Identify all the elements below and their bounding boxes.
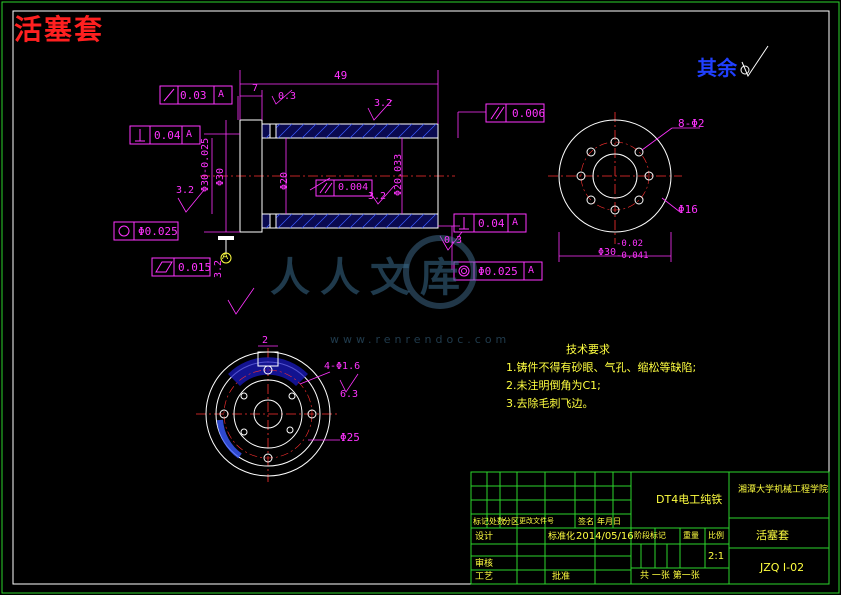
tb-design: 设计 <box>475 532 494 542</box>
roughness-left: 3.2 <box>176 185 195 196</box>
title-block-grid <box>470 471 830 585</box>
width-2: 2 <box>262 335 269 346</box>
gdt-perp-right-value: 0.04 <box>478 217 505 230</box>
end-view-right <box>548 112 700 262</box>
gdt-perp-left-value: 0.04 <box>154 129 181 142</box>
gdt-runout-datum: A <box>218 89 225 100</box>
roughness-mid: 3.2 <box>368 191 387 202</box>
note-3: 3.去除毛刺飞边。 <box>506 397 594 410</box>
tb-drawing-no: JZQ I-02 <box>760 561 805 574</box>
tb-stage: 阶段标记 <box>634 531 666 540</box>
watermark-text: 人人文库 <box>270 254 470 301</box>
tb-label-sign: 签名 <box>578 517 594 526</box>
tb-approve: 批准 <box>552 572 571 582</box>
tb-scale: 2:1 <box>708 551 725 562</box>
gdt-concentricity-value: Φ0.025 <box>478 265 518 278</box>
gdt-flatness-value: 0.015 <box>178 261 212 274</box>
dim-left-dia-1: Φ30-0.025 <box>200 137 211 192</box>
gdt-concentricity-datum: A <box>528 265 535 276</box>
drawing-title: 活塞套 <box>14 13 105 46</box>
gdt-cylindricity-value: 0.006 <box>512 107 546 120</box>
tb-label-date: 年月日 <box>597 517 621 526</box>
gdt-position-value: Φ0.025 <box>138 225 178 238</box>
tb-sheet: 共 一张 第一张 <box>640 571 700 581</box>
roughness-top: 3.2 <box>374 98 393 109</box>
dia-30-tol-up: -0.02 <box>616 239 644 249</box>
roughness-bottom: 3.2 <box>213 259 224 278</box>
section-view <box>113 70 545 315</box>
tb-label-change: 更改文件号 <box>519 517 554 525</box>
tb-school: 湘潭大学机械工程学院 <box>738 485 829 495</box>
dia-16: Φ16 <box>678 203 698 216</box>
tb-date: 2014/05/16 <box>576 531 634 542</box>
dim-left-dia-3: Φ30 <box>215 167 226 186</box>
tb-weight: 重量 <box>683 531 699 540</box>
end-view-bottom <box>196 345 359 482</box>
dim-right-dia: Φ20.033 <box>393 153 404 196</box>
dia-25: Φ25 <box>340 431 360 444</box>
rest-roughness-symbol <box>740 45 769 78</box>
tb-process: 工艺 <box>475 572 494 582</box>
watermark-url: www.renrendoc.com <box>330 333 511 346</box>
tb-label-count: 处数 <box>489 517 505 526</box>
notes-heading: 技术要求 <box>566 343 610 356</box>
gdt-runout-value: 0.03 <box>180 89 207 102</box>
dim-thickness: 0.3 <box>278 91 297 102</box>
thickness-right: 0.3 <box>444 235 463 246</box>
tb-project: DT4电工纯铁 <box>656 493 723 506</box>
tb-label-mark: 标记 <box>473 517 489 526</box>
gdt-perp-right-datum: A <box>512 217 519 228</box>
dim-left-dia-2: Φ20 <box>279 171 290 190</box>
dia-30: Φ30 <box>598 247 617 258</box>
tb-standard: 标准化 <box>548 532 576 542</box>
tb-ratio: 比例 <box>708 531 724 540</box>
inner-border <box>12 10 830 585</box>
tb-part-name: 活塞套 <box>756 529 789 542</box>
dim-overall-length: 49 <box>334 69 348 82</box>
roughness-hole: 6.3 <box>340 389 359 400</box>
watermark-logo <box>403 235 477 309</box>
holes-spec: 8-Φ2 <box>678 117 705 130</box>
holes-4: 4-Φ1.6 <box>324 361 361 372</box>
datum-label: A <box>222 252 229 262</box>
rest-roughness-label: 其余 <box>697 56 737 80</box>
dim-chamfer: 7 <box>252 83 259 94</box>
gdt-perp-left-datum: A <box>186 129 193 140</box>
note-2: 2.未注明倒角为C1; <box>506 379 601 392</box>
gdt-inner-cyl-value: 0.004 <box>338 182 369 193</box>
note-1: 1.铸件不得有砂眼、气孔、缩松等缺陷; <box>506 361 697 374</box>
dia-30-tol-lo: -0.041 <box>616 251 649 261</box>
tb-review: 审核 <box>475 559 494 569</box>
tb-label-zone: 分区 <box>503 517 519 526</box>
